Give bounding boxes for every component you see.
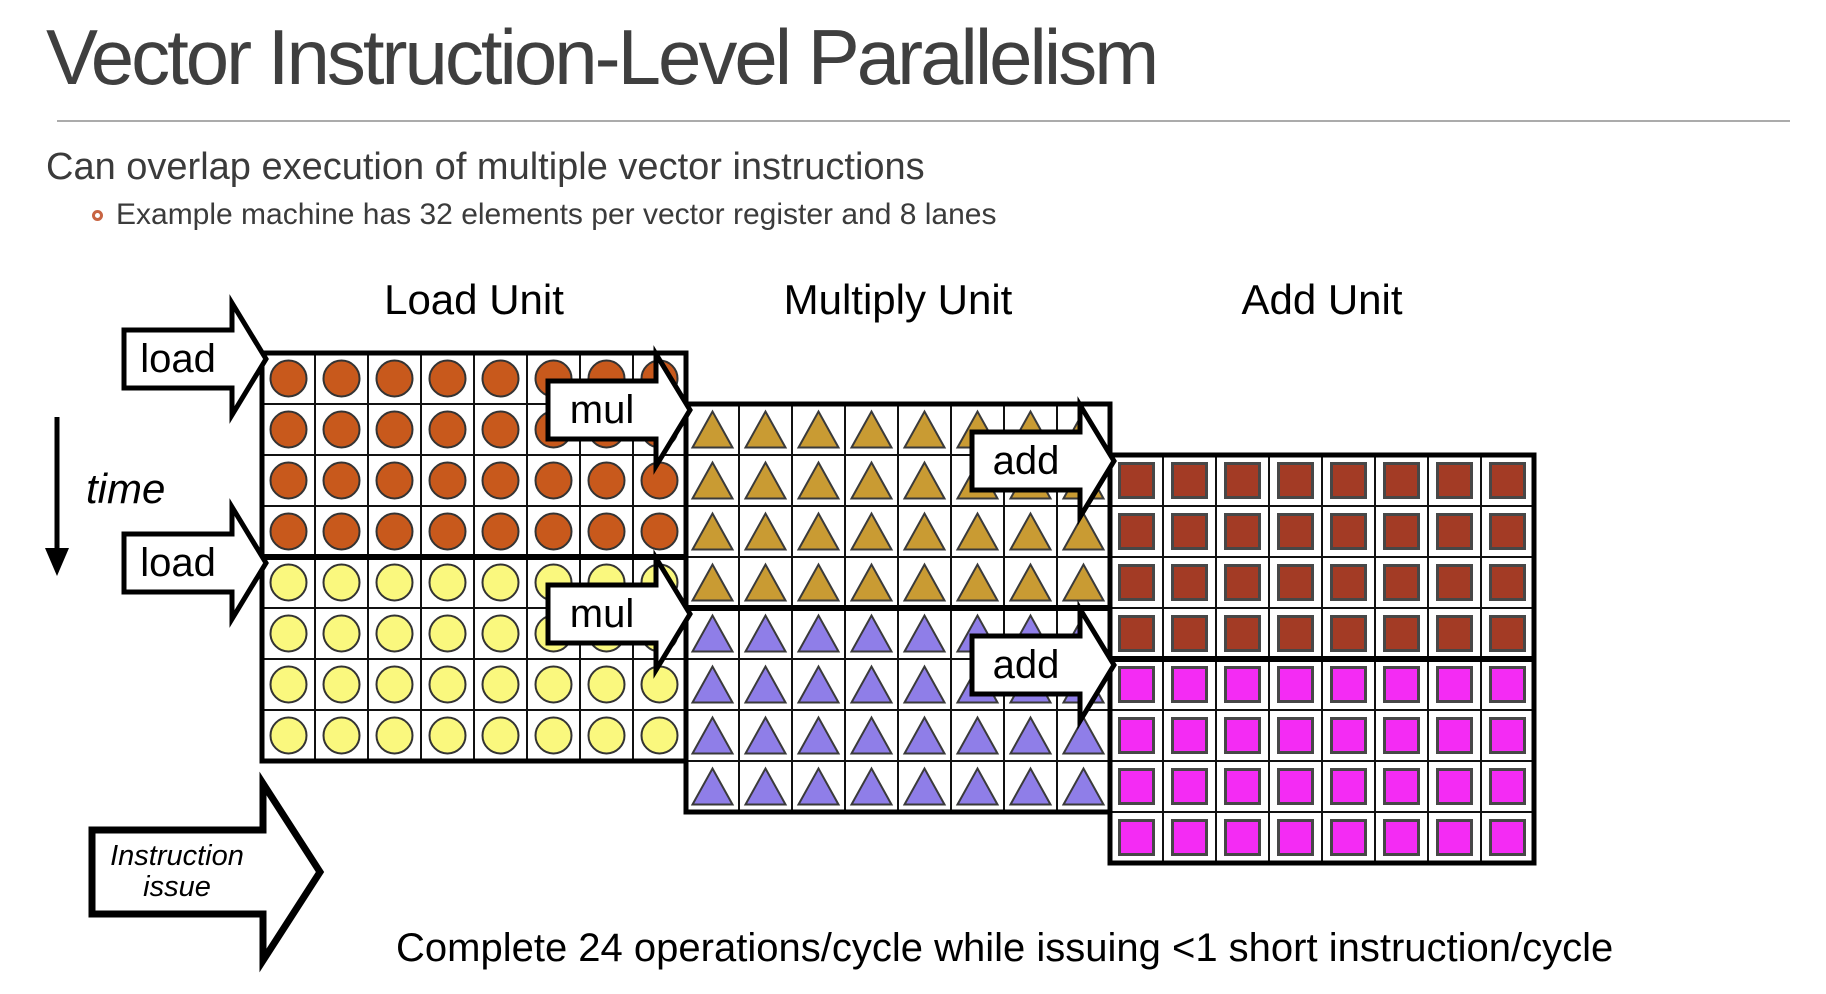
time-axis-arrow	[45, 417, 69, 576]
add-arrow-1	[969, 396, 1117, 526]
add-arrow-label-1: add	[992, 439, 1060, 483]
bullet-text: Example machine has 32 elements per vect…	[116, 198, 997, 231]
instruction-issue-arrow	[88, 771, 325, 973]
load-arrow-label-1: load	[140, 337, 216, 381]
subtitle: Can overlap execution of multiple vector…	[46, 146, 925, 188]
bottom-caption: Complete 24 operations/cycle while issui…	[396, 926, 1614, 970]
time-axis-label: time	[86, 465, 166, 512]
mul-arrow-label-2: mul	[569, 592, 635, 636]
instruction-issue-label: Instruction issue	[97, 841, 257, 903]
multiply-unit-grid	[683, 401, 1113, 815]
load-arrow-1	[121, 294, 269, 424]
mul-arrow-1	[545, 345, 693, 475]
add-unit-grid	[1107, 452, 1537, 866]
multiply-unit-label: Multiply Unit	[783, 276, 1013, 323]
load-arrow-label-2: load	[140, 541, 216, 585]
mul-arrow-label-1: mul	[569, 388, 635, 432]
load-unit-label: Load Unit	[384, 276, 564, 323]
title-divider	[57, 120, 1790, 122]
add-arrow-2	[969, 600, 1117, 730]
load-arrow-2	[121, 498, 269, 628]
instruction-issue-line1: Instruction	[110, 840, 244, 872]
add-unit-label: Add Unit	[1241, 276, 1403, 323]
page-title: Vector Instruction-Level Parallelism	[46, 13, 1159, 101]
mul-arrow-2	[545, 549, 693, 679]
add-arrow-label-2: add	[992, 643, 1060, 687]
bullet-marker-icon	[92, 210, 103, 221]
instruction-issue-line2: issue	[143, 871, 211, 903]
